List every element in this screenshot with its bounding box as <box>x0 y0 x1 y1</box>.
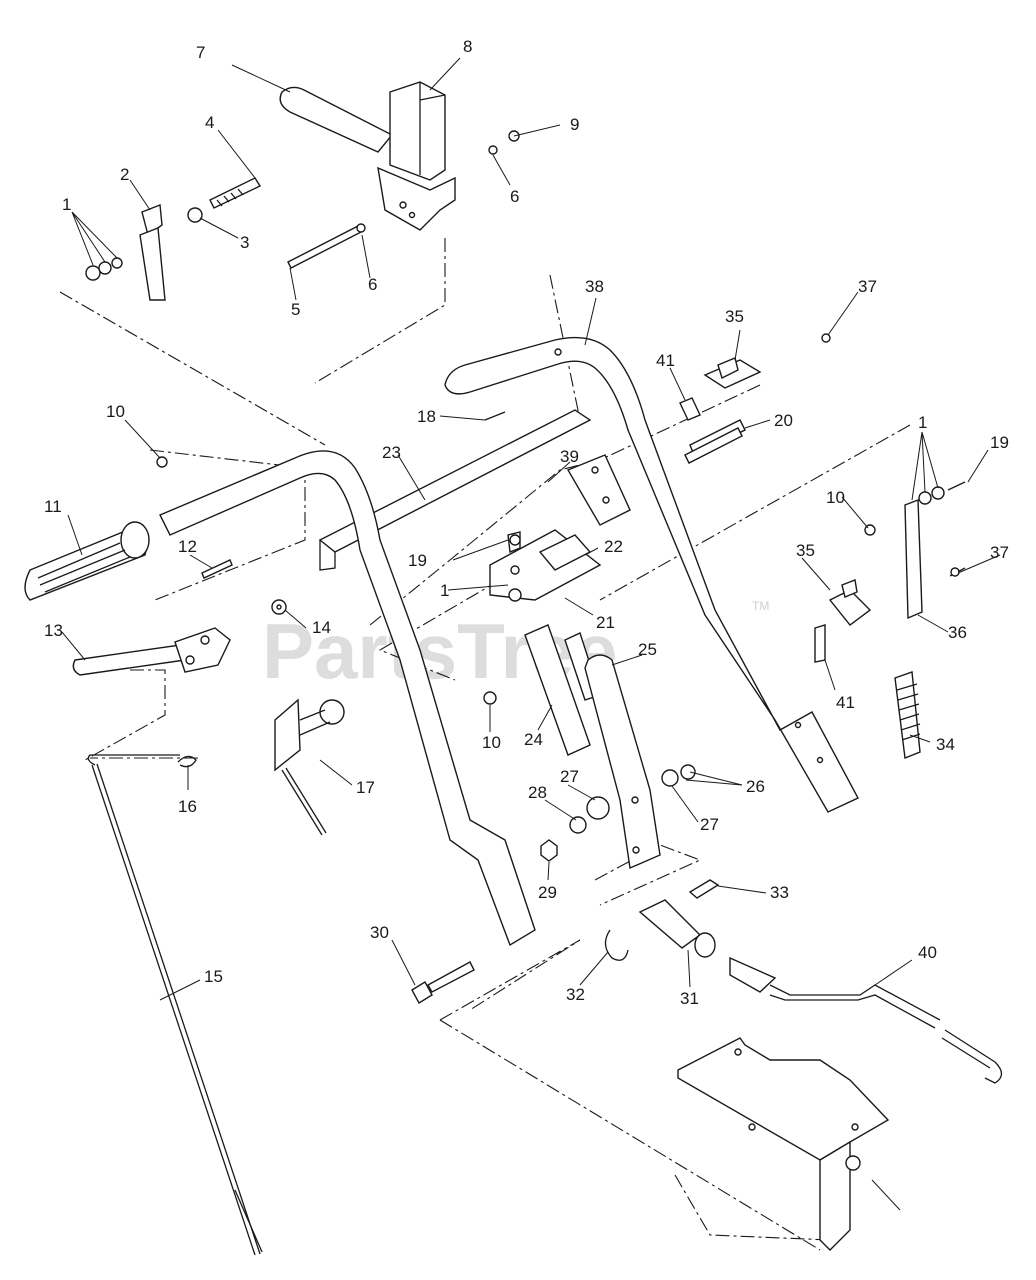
callout-10: 10 <box>106 402 125 421</box>
callout-30: 30 <box>370 923 389 942</box>
fastener-bolts <box>484 333 960 577</box>
callout-2: 2 <box>120 165 129 184</box>
callout-19: 19 <box>990 433 1009 452</box>
callout-10: 10 <box>826 488 845 507</box>
lever-assembly-parts-1-4 <box>85 177 262 301</box>
callout-37: 37 <box>858 277 877 296</box>
callout-1: 1 <box>918 413 927 432</box>
callout-29: 29 <box>538 883 557 902</box>
rod-part-15 <box>87 754 263 1256</box>
callout-1: 1 <box>62 195 71 214</box>
callout-20: 20 <box>774 411 793 430</box>
callout-38: 38 <box>585 277 604 296</box>
left-handle-half <box>159 450 536 947</box>
callout-41: 41 <box>836 693 855 712</box>
callout-33: 33 <box>770 883 789 902</box>
callout-26: 26 <box>746 777 765 796</box>
callout-27: 27 <box>560 767 579 786</box>
callout-3: 3 <box>240 233 249 252</box>
callout-28: 28 <box>528 783 547 802</box>
assembly-guide-lines <box>59 238 911 1251</box>
callout-13: 13 <box>44 621 63 640</box>
callout-6: 6 <box>510 187 519 206</box>
callout-23: 23 <box>382 443 401 462</box>
callout-5: 5 <box>291 300 300 319</box>
washer-part-14 <box>271 599 287 615</box>
callout-39: 39 <box>560 447 579 466</box>
callout-19: 19 <box>408 551 427 570</box>
callout-10: 10 <box>482 733 501 752</box>
nut-part-10 <box>156 456 876 705</box>
callout-35: 35 <box>725 307 744 326</box>
callout-32: 32 <box>566 985 585 1004</box>
callout-11: 11 <box>44 497 62 516</box>
arm-part-24 <box>524 624 591 756</box>
callout-leaders <box>61 57 1001 1211</box>
callout-36: 36 <box>948 623 967 642</box>
callout-31: 31 <box>680 989 699 1008</box>
callout-12: 12 <box>178 537 197 556</box>
bracket-part-8 <box>377 81 456 231</box>
lever-part-13 <box>72 627 231 676</box>
pin-fasteners-parts-5-6-9 <box>287 130 520 269</box>
mounting-plate <box>677 1037 890 1251</box>
callout-15: 15 <box>204 967 223 986</box>
handle-part-38 <box>444 336 859 813</box>
callout-4: 4 <box>205 113 214 132</box>
bracket-assembly-parts-21-22-39 <box>489 454 631 602</box>
channel-part-23 <box>318 409 592 571</box>
grip-part-11 <box>24 521 233 601</box>
callout-21: 21 <box>596 613 615 632</box>
callout-37: 37 <box>990 543 1009 562</box>
callout-27: 27 <box>700 815 719 834</box>
callout-18: 18 <box>417 407 436 426</box>
callout-25: 25 <box>638 640 657 659</box>
callout-22: 22 <box>604 537 623 556</box>
callout-41: 41 <box>656 351 675 370</box>
callout-9: 9 <box>570 115 579 134</box>
watermark-trademark: TM <box>752 599 769 613</box>
hardware-parts-26-29 <box>540 764 696 862</box>
callout-24: 24 <box>524 730 543 749</box>
callout-35: 35 <box>796 541 815 560</box>
callout-40: 40 <box>918 943 937 962</box>
rod-part-40 <box>729 956 1003 1084</box>
callout-8: 8 <box>463 37 472 56</box>
arm-part-25 <box>564 632 661 870</box>
callout-34: 34 <box>936 735 955 754</box>
callout-16: 16 <box>178 797 197 816</box>
callout-1: 1 <box>440 581 449 600</box>
clip-part-16 <box>177 755 197 768</box>
bolt-part-30 <box>411 961 475 1004</box>
callout-7: 7 <box>196 43 205 62</box>
callout-labels: 7 8 4 9 2 6 1 3 5 6 38 37 35 41 10 18 20… <box>44 37 1009 1008</box>
callout-6: 6 <box>368 275 377 294</box>
control-bar-part-7 <box>279 86 394 153</box>
callout-14: 14 <box>312 618 331 637</box>
clevis-parts-31-33 <box>604 879 720 961</box>
callout-17: 17 <box>356 778 375 797</box>
bracket-part-17 <box>274 698 345 836</box>
